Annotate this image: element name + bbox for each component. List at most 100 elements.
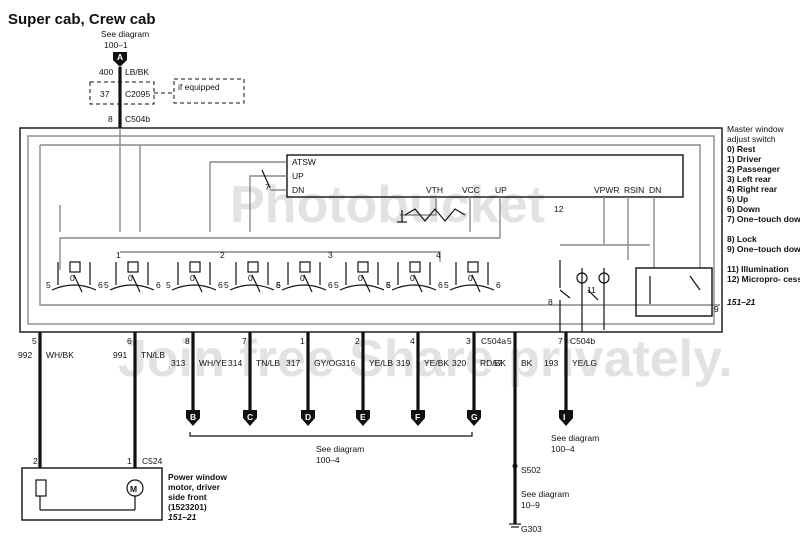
contact-blade [131,274,141,293]
wire-color: YE/BK [424,358,449,368]
contact-label-up: 5 [386,280,391,290]
pin-number: 4 [410,336,415,346]
micro-vpwr: VPWR [594,185,620,195]
contact-group-4-b: 506 [444,261,501,293]
contact-group-1-b: 506 [104,261,161,293]
selector-4: 4 [436,250,441,260]
right-diagram-label: 100–4 [551,444,575,454]
connector-arrow [356,410,370,426]
switch-legend: 0) Rest 1) Driver 2) Passenger 3) Left r… [727,144,800,284]
contact-blade [413,274,423,293]
feed-wire-number: 400 [99,67,113,77]
contact-blade [303,274,313,293]
pin-number: 1 [300,336,305,346]
feed-wire-color: LB/BK [125,67,149,77]
ground-see-label: See diagram [521,489,569,499]
motor-title-3: side front [168,492,207,502]
wire-color: WH/BK [46,350,74,360]
bus-see-label: See diagram [316,444,364,454]
wire-color: YE/LG [572,358,597,368]
contact-box [299,261,311,273]
legend-1: 1) Driver [727,154,762,164]
contact-blade [73,274,83,293]
wire-color: BK [521,358,533,368]
pin-number: 5 [507,336,512,346]
contact-label-rest: 0 [358,273,363,283]
right-see-label: See diagram [551,433,599,443]
c2095-box [89,81,155,105]
contact-blade [471,274,481,293]
pin-number: 7 [242,336,247,346]
contact-box [69,261,81,273]
pin-number: 5 [32,336,37,346]
switch-title-2: adjust switch [727,134,776,144]
internal-wiring [39,128,720,306]
contact-label-rest: 0 [128,273,133,283]
motor-pin-left: 2 [33,456,38,466]
s502-splice [512,463,518,469]
wire-color: TN/LB [256,358,280,368]
wire-color: WH/YE [199,358,227,368]
contact-label-rest: 0 [190,273,195,283]
motor-box [21,467,163,521]
wire-number: 193 [544,358,558,368]
connector-letter: I [563,412,565,422]
c2095-pin: 37 [100,89,110,99]
legend-5: 5) Up [727,194,748,204]
contact-label-down: 6 [218,280,223,290]
contact-label-rest: 0 [300,273,305,283]
selector-1: 1 [116,250,121,260]
master-switch-inner [27,135,715,325]
contact-label-down: 6 [328,280,333,290]
ground-diagram-label: 10–9 [521,500,540,510]
connector-A-arrow [113,52,127,67]
contact-group-4-a: 506 [386,261,443,293]
pin-number: 6 [127,336,132,346]
legend-11: 12) Micropro- cessor [727,274,800,284]
micro-label-7: 7 [265,182,270,192]
micro-vth: VTH [426,185,443,195]
contact-group-2-b: 506 [224,261,281,293]
c2095-label: C2095 [125,89,150,99]
legend-2: 2) Passenger [727,164,781,174]
micro-up2: UP [495,185,507,195]
micro-dn: DN [292,185,304,195]
contact-label-rest: 0 [248,273,253,283]
contact-label-rest: 0 [468,273,473,283]
contact-label-up: 5 [224,280,229,290]
contact-blade [193,274,203,293]
legend-6: 6) Down [727,204,760,214]
connector-letter: E [360,412,366,422]
legend-3: 3) Left rear [727,174,772,184]
wire-number: 314 [228,358,242,368]
wire-number: 992 [18,350,32,360]
contact-label-up: 5 [46,280,51,290]
contact-group-3-b: 506 [334,261,391,293]
connector-arrow [411,410,425,426]
motor-pin-right: 1 [127,456,132,466]
selector-3: 3 [328,250,333,260]
legend-10: 11) Illumination [727,264,789,274]
contact-box [189,261,201,273]
legend-8: 8) Lock [727,234,757,244]
contact-label-up: 5 [444,280,449,290]
bus-diagram-label: 100–4 [316,455,340,465]
connector-arrow [186,410,200,426]
contact-label-rest: 0 [70,273,75,283]
motor-sensor-icon [35,479,47,497]
connector-letter: B [190,412,196,422]
contact-arc [391,284,437,291]
contact-box [247,261,259,273]
legend-7: 7) One–touch down [727,214,800,224]
top-see-label: See diagram [101,29,149,39]
switch-title-1: Master window [727,124,785,134]
contact-group-3-a: 506 [276,261,333,293]
relay-label-9: 9 [714,304,719,314]
